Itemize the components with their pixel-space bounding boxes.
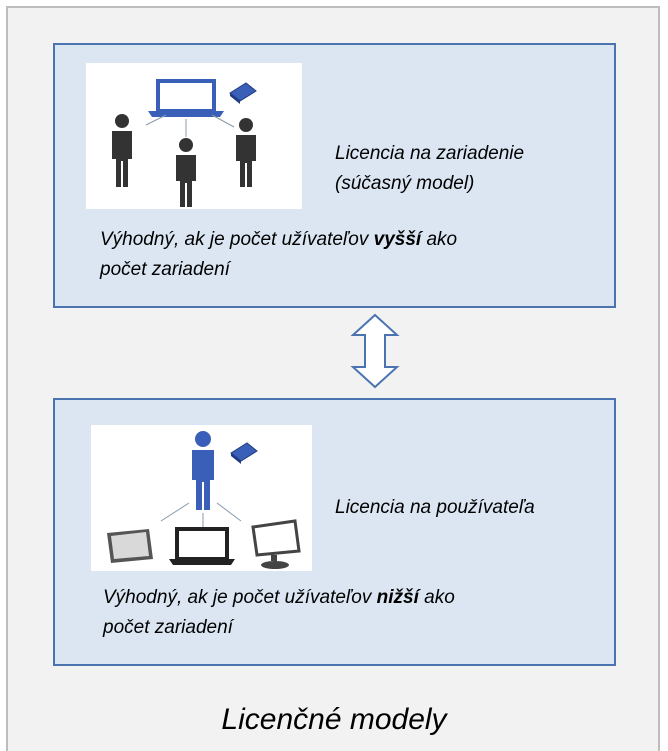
description-text: Výhodný, ak je počet užívateľov [103, 587, 377, 608]
description-text: Výhodný, ak je počet užívateľov [100, 229, 374, 250]
slide-title: Licenčné modely [221, 703, 447, 736]
book-icon [230, 442, 258, 464]
device-license-caption: Licencia na zariadenie (súčasný model) [335, 139, 605, 199]
description-emphasis: nižší [376, 587, 419, 608]
description-line: počet zariadení [103, 617, 233, 638]
user-license-illustration [91, 425, 312, 571]
device-license-illustration [86, 63, 302, 209]
user-license-caption: Licencia na používateľa [335, 493, 605, 523]
person-icon [192, 431, 214, 510]
description-line: Výhodný, ak je počet užívateľov nižší ak… [103, 583, 603, 613]
caption-line: Licencia na používateľa [335, 497, 535, 518]
laptop-icon [148, 79, 224, 117]
tablet-icon [107, 529, 153, 563]
user-license-panel: Licencia na používateľa Výhodný, ak je p… [53, 398, 616, 666]
book-icon [229, 82, 257, 104]
description-text: ako [418, 587, 455, 608]
person-icon [112, 114, 132, 187]
user-license-description: Výhodný, ak je počet užívateľov nižší ak… [103, 583, 603, 643]
monitor-icon [251, 519, 301, 569]
caption-line: (súčasný model) [335, 173, 475, 194]
person-icon [236, 118, 256, 187]
person-icon [176, 138, 196, 207]
double-arrow-icon [350, 313, 400, 389]
description-emphasis: vyšší [373, 229, 422, 250]
description-text: ako [421, 229, 458, 250]
device-license-panel: Licencia na zariadenie (súčasný model) V… [53, 43, 616, 308]
description-line: Výhodný, ak je počet užívateľov vyšší ak… [100, 225, 600, 255]
device-license-description: Výhodný, ak je počet užívateľov vyšší ak… [100, 225, 600, 285]
laptop-icon [169, 527, 235, 565]
description-line: počet zariadení [100, 259, 230, 280]
caption-line: Licencia na zariadenie [335, 143, 525, 164]
